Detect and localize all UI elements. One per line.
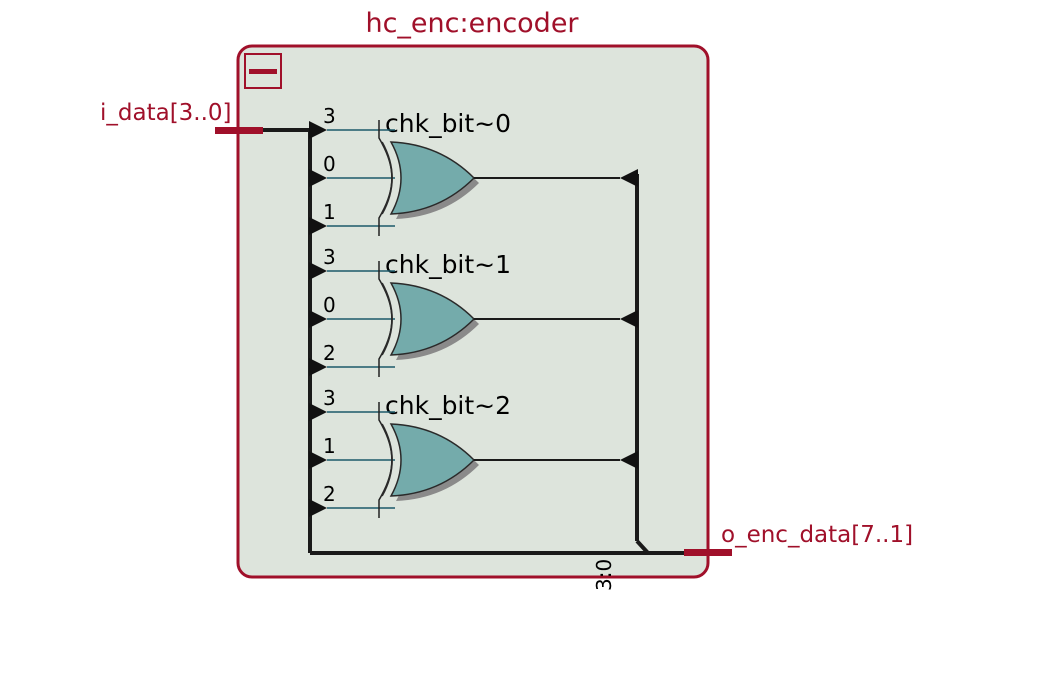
output-port-pin[interactable] <box>684 549 732 556</box>
output-bus-tap-arrow <box>620 169 638 187</box>
bus-tap-arrow <box>309 358 327 376</box>
bus-tap-arrow <box>309 121 327 139</box>
bit-index-label: 1 <box>323 434 336 458</box>
output-bus-tap-arrow <box>620 310 638 328</box>
xor-back-curve <box>381 423 393 497</box>
bus-tap-arrow <box>309 262 327 280</box>
minus-icon <box>249 69 277 74</box>
xor-back-curve <box>381 141 393 215</box>
xor-gate-1[interactable]: chk_bit~1 3 0 2 <box>309 245 638 377</box>
bus-tap-arrow <box>309 310 327 328</box>
gate-name-label: chk_bit~0 <box>385 109 511 138</box>
xor-gate-body <box>389 282 476 356</box>
bus-tap-arrow <box>309 169 327 187</box>
xor-gate-body <box>389 141 476 215</box>
collapse-button[interactable] <box>244 53 282 89</box>
instance-title: hc_enc:encoder <box>365 8 579 39</box>
bit-index-label: 3 <box>323 245 336 269</box>
input-port-pin[interactable] <box>215 127 263 134</box>
bit-index-label: 2 <box>323 482 336 506</box>
xor-back-curve <box>381 282 393 356</box>
bit-index-label: 3 <box>323 386 336 410</box>
xor-gate-0[interactable]: chk_bit~0 3 0 1 <box>309 104 638 236</box>
output-port-label: o_enc_data[7..1] <box>721 522 913 548</box>
bit-index-label: 0 <box>323 293 336 317</box>
gate-name-label: chk_bit~1 <box>385 250 511 279</box>
bus-tap-arrow <box>309 499 327 517</box>
bit-index-label: 3 <box>323 104 336 128</box>
xor-gate-body <box>389 423 476 497</box>
input-port-label: i_data[3..0] <box>100 100 232 126</box>
xor-gate-2[interactable]: chk_bit~2 3 1 2 <box>309 386 638 518</box>
output-bus-join <box>635 539 650 555</box>
bus-slice-label: 3:0 <box>592 559 616 591</box>
bit-index-label: 0 <box>323 152 336 176</box>
output-bus-tap-arrow <box>620 451 638 469</box>
bus-tap-arrow <box>309 451 327 469</box>
bus-tap-arrow <box>309 217 327 235</box>
bit-index-label: 2 <box>323 341 336 365</box>
gate-name-label: chk_bit~2 <box>385 391 511 420</box>
bus-tap-arrow <box>309 403 327 421</box>
bit-index-label: 1 <box>323 200 336 224</box>
